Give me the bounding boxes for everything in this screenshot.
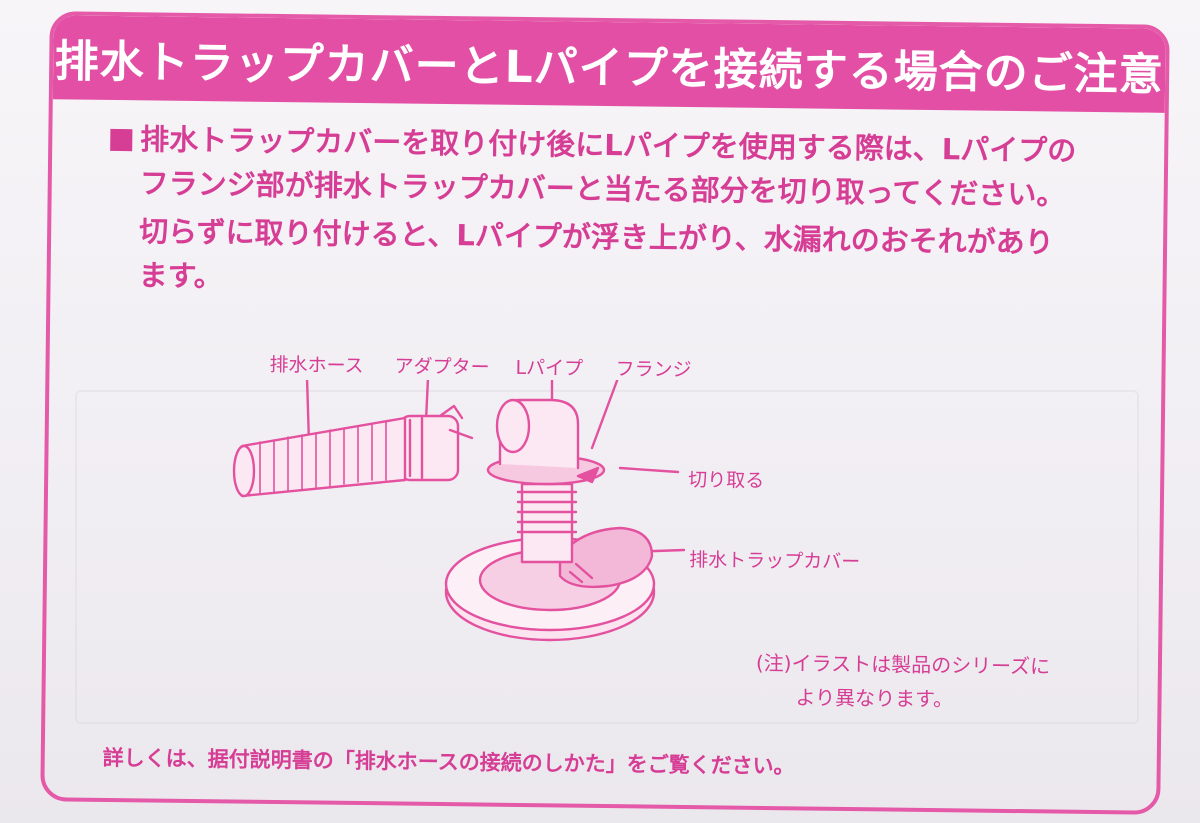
bleed-through-box: [75, 390, 1139, 724]
footer-reference: 詳しくは、据付説明書の「排水ホースの接続のしかた」をご覧ください。: [102, 745, 795, 779]
l-pipe-mouth: [495, 398, 531, 454]
label-l-pipe: Lパイプ: [515, 356, 584, 380]
pipe-threads: [516, 490, 578, 534]
trap-cover-cap: [558, 526, 654, 589]
cut-mark: [576, 466, 600, 484]
drain-hose: [234, 416, 407, 498]
paragraph-1-line-2: フランジ部が排水トラップカバーと当たる部分を切り取ってください。: [139, 166, 1066, 212]
hose-ridges: [259, 421, 387, 495]
adapter-clamp: [408, 404, 474, 480]
note-line-2: より異なります。: [795, 685, 954, 712]
adapter-band: [398, 414, 460, 482]
paragraph-1-line-1: 排水トラップカバーを取り付け後にLパイプを使用する際は、Lパイプの: [140, 122, 1077, 168]
title-bar: 排水トラップカバーとLパイプを接続する場合のご注意: [52, 15, 1166, 113]
hose-end: [232, 444, 256, 498]
label-adapter: アダプター: [394, 355, 490, 379]
illustration-note: (注)イラストは製品のシリーズに より異なります。: [755, 646, 1050, 718]
label-flange: フランジ: [615, 358, 692, 382]
drain-assembly-illustration: [232, 380, 686, 642]
bullet-square-icon: [110, 128, 133, 152]
leader-line-cut: [618, 466, 680, 474]
paragraph-2: 切らずに取り付けると、Lパイプが浮き上がり、水漏れのおそれがあり ます。: [138, 209, 1054, 308]
label-drain-hose: 排水ホース: [269, 353, 364, 378]
paragraph-1: 排水トラップカバーを取り付け後にLパイプを使用する際は、Lパイプの フランジ部が…: [110, 117, 1077, 217]
leader-line-flange: [590, 380, 619, 450]
page-title: 排水トラップカバーとLパイプを接続する場合のご注意: [54, 36, 1164, 101]
trap-cover-cap-detail: [568, 562, 594, 584]
note-line-1: (注)イラストは製品のシリーズに: [755, 650, 1051, 679]
